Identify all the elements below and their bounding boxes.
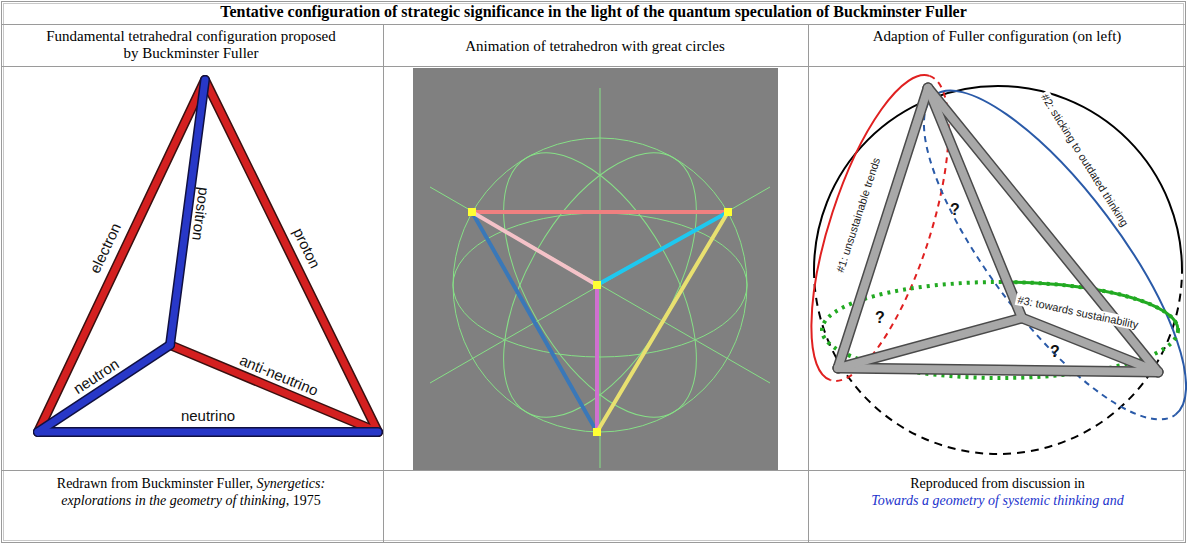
table-title: Tentative configuration of strategic sig… [0, 3, 1187, 21]
adapted-configuration [783, 56, 1187, 454]
circle-2 [883, 56, 1187, 454]
question-mark: ? [950, 201, 960, 219]
vertex-marker [468, 208, 732, 436]
footer-cell: Redrawn from Buckminster Fuller,Synerget… [56, 476, 326, 510]
column-line [808, 25, 809, 542]
beam-outline [838, 88, 1158, 372]
footer-cell: Reproduced from discussion in Towards a g… [810, 476, 1185, 510]
column-line [383, 25, 384, 542]
circle-label: #2: sticking to outdated thinking [1038, 90, 1132, 230]
animation-ground [413, 68, 778, 470]
question-mark: ? [1050, 343, 1060, 361]
row-line [2, 470, 1185, 471]
great-circle-animation [413, 68, 778, 470]
source-link: Towards a geometry of systemic thinking … [810, 493, 1185, 510]
table-border [4, 4, 1184, 541]
great-circles [430, 88, 770, 468]
source-note: Redrawn from Buckminster Fuller, [57, 476, 253, 491]
source-note: Reproduced from discussion in [910, 476, 1085, 491]
row-line [2, 24, 1185, 25]
sphere-outline [814, 270, 1182, 454]
edge-outline [38, 80, 378, 432]
fuller-tetrahedron [38, 80, 378, 432]
row-line [2, 66, 1185, 67]
particle-label: neutrino [181, 407, 235, 424]
column-heading: Animation of tetrahedron with great circ… [390, 38, 800, 55]
tetrahedron-beam [838, 88, 1158, 372]
tetrahedron-edges [472, 212, 728, 432]
column-heading: Adaption of Fuller configuration (on lef… [872, 28, 1122, 45]
blue-edge [38, 80, 378, 432]
red-edge [38, 80, 378, 432]
source-note: , 1975 [286, 493, 321, 508]
edge-outline [38, 80, 378, 432]
question-mark: ? [875, 309, 885, 327]
column-heading: Fundamental tetrahedral configuration pr… [41, 28, 341, 63]
